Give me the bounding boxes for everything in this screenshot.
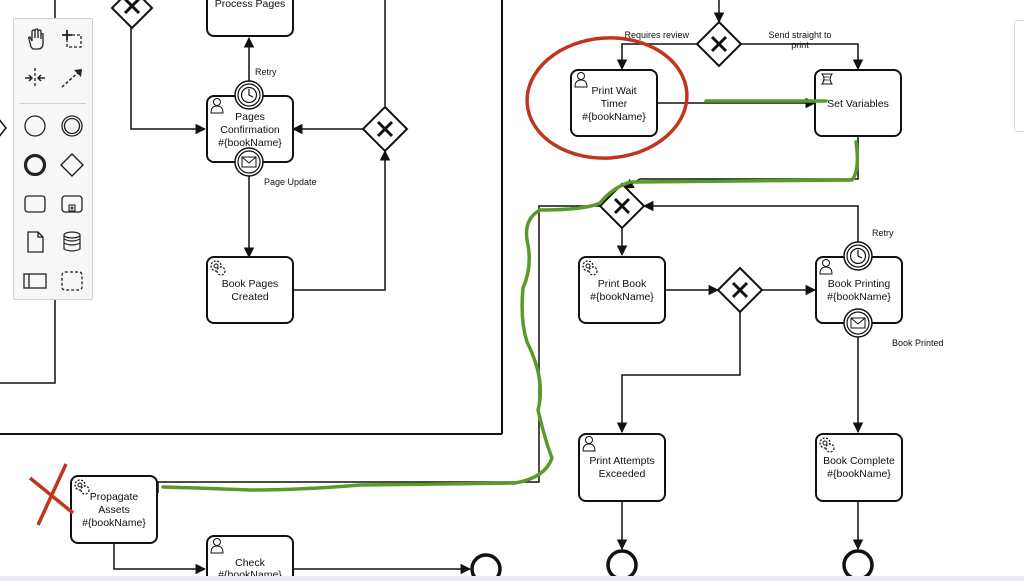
edge-label-retry: Retry [872, 228, 894, 238]
end-event-icon[interactable] [22, 152, 48, 178]
end-event[interactable] [606, 549, 638, 581]
gateway-partial[interactable] [110, 0, 154, 30]
data-object-icon[interactable] [22, 229, 48, 255]
hand-tool-icon[interactable] [22, 27, 48, 53]
task-process-pages[interactable]: Process Pages [206, 0, 294, 37]
envelope-icon [241, 156, 257, 168]
task-label-line2: Exceeded [599, 468, 646, 480]
end-event[interactable] [842, 549, 874, 581]
envelope-icon [850, 317, 866, 329]
service-task-icon [819, 437, 835, 453]
task-label-line2: Created [231, 291, 269, 303]
partial-shape-left [0, 119, 7, 137]
task-label-line3: #{bookName} [582, 111, 646, 123]
task-label-line3: #{bookName} [82, 517, 146, 529]
task-label-line2: #{bookName} [827, 468, 891, 480]
task-icon[interactable] [22, 191, 48, 217]
message-boundary-event[interactable] [843, 308, 873, 338]
task-set-variables[interactable]: Set Variables [814, 69, 902, 137]
timer-boundary-event[interactable] [843, 241, 873, 271]
task-label-line3: #{bookName} [218, 137, 282, 149]
user-task-icon [210, 98, 224, 114]
user-task-icon [210, 538, 224, 554]
edge-label-requires-review: Requires review [624, 30, 689, 40]
task-label-line1: Print Book [598, 278, 647, 290]
pool-icon[interactable] [22, 268, 48, 294]
service-task-icon [582, 260, 598, 276]
task-print-book[interactable]: Print Book #{bookName} [578, 256, 666, 324]
exclusive-gateway-merge[interactable] [598, 182, 646, 230]
timer-boundary-event[interactable] [234, 80, 264, 110]
task-label-line1: Check [235, 557, 266, 569]
task-label-line2: Assets [98, 504, 130, 516]
subprocess-icon[interactable] [59, 191, 85, 217]
script-task-icon [820, 73, 834, 85]
task-print-wait-timer[interactable]: Print Wait Timer #{bookName} [570, 69, 658, 137]
service-task-icon [210, 260, 226, 276]
task-check[interactable]: Check #{bookName} [206, 535, 294, 581]
task-label-line1: Print Wait [591, 85, 636, 97]
task-propagate-assets[interactable]: Propagate Assets #{bookName} [70, 475, 158, 544]
space-tool-icon[interactable] [22, 65, 48, 91]
end-event[interactable] [470, 553, 502, 581]
palette-separator [20, 103, 86, 104]
task-book-complete[interactable]: Book Complete #{bookName} [815, 433, 903, 502]
edge-label-page-update: Page Update [264, 177, 317, 187]
global-connect-tool-icon[interactable] [59, 65, 85, 91]
service-task-icon [74, 479, 90, 495]
annotation-circle [525, 36, 689, 160]
task-pages-confirmation[interactable]: Pages Confirmation #{bookName} [206, 95, 294, 163]
edge-label-send-straight-1: Send straight to [768, 30, 831, 40]
exclusive-gateway-print[interactable] [716, 266, 764, 314]
task-label-line2: #{bookName} [590, 291, 654, 303]
edge-label-book-printed: Book Printed [892, 338, 944, 348]
task-book-pages-created[interactable]: Book Pages Created [206, 256, 294, 324]
task-label-line2: Confirmation [220, 124, 280, 136]
task-book-printing[interactable]: Book Printing #{bookName} [815, 256, 903, 324]
task-label: Set Variables [827, 98, 889, 110]
task-label-line2: Timer [601, 98, 628, 110]
user-task-icon [574, 72, 588, 88]
task-label-line1: Book Pages [222, 278, 279, 290]
bottom-bar [0, 576, 1024, 581]
annotation-strike [28, 463, 75, 526]
data-store-icon[interactable] [59, 229, 85, 255]
task-label-line1: Propagate [90, 491, 139, 503]
start-event-icon[interactable] [22, 113, 48, 139]
properties-panel-toggle[interactable] [1014, 20, 1024, 132]
task-label: Process Pages [215, 0, 286, 10]
user-task-icon [819, 259, 833, 275]
gateway-icon[interactable] [59, 152, 85, 178]
task-label-line1: Print Attempts [589, 455, 654, 467]
user-task-icon [582, 436, 596, 452]
intermediate-event-icon[interactable] [59, 113, 85, 139]
task-label-line1: Book Complete [823, 455, 895, 467]
task-print-attempts-exceeded[interactable]: Print Attempts Exceeded [578, 433, 666, 502]
lasso-tool-icon[interactable] [59, 27, 85, 53]
tool-palette [13, 18, 93, 300]
task-label-line1: Pages [235, 111, 265, 123]
message-boundary-event[interactable] [234, 147, 264, 177]
annotation-path [161, 99, 860, 492]
edge-label-retry: Retry [255, 67, 277, 77]
edge-label-send-straight-2: print [791, 40, 809, 50]
exclusive-gateway-review[interactable] [695, 20, 743, 68]
task-label-line2: #{bookName} [827, 291, 891, 303]
group-icon[interactable] [59, 268, 85, 294]
task-label-line1: Book Printing [828, 278, 891, 290]
exclusive-gateway-pages[interactable] [361, 105, 409, 153]
